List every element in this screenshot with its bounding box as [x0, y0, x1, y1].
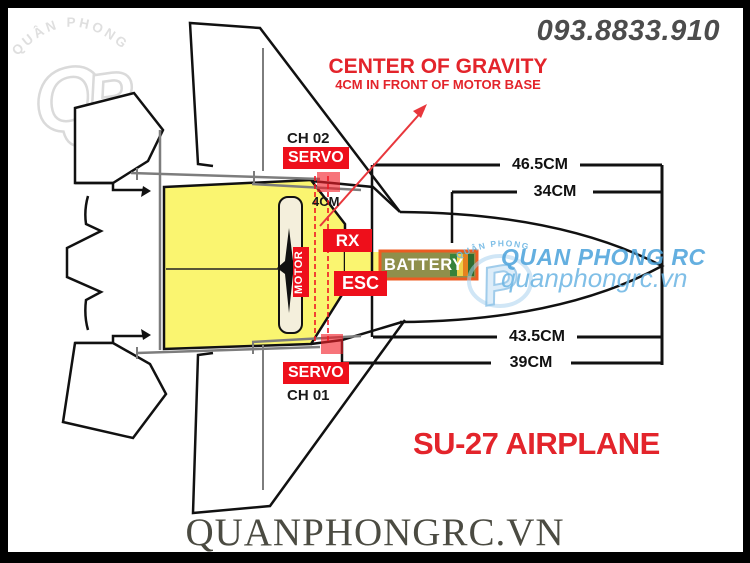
dimension-lines: [340, 163, 664, 365]
top-tail-notch: [141, 186, 151, 197]
battery-label: BATTERY: [384, 256, 464, 274]
top-wing-outline: [188, 21, 401, 213]
servo-top-marker: [317, 172, 340, 192]
cg-arrow-shaft: [319, 108, 425, 227]
top-pushrod: [130, 171, 321, 181]
top-stabilizer: [73, 91, 165, 185]
bottom-wing-outline: [191, 319, 407, 515]
cg-offset-label: 4CM: [312, 194, 340, 209]
tail-outline: [61, 91, 168, 440]
top-pushrod-2: [251, 182, 362, 192]
linkage-lines: [130, 48, 362, 490]
esc-label: ESC: [334, 271, 387, 296]
cog-subtitle: 4CM IN FRONT OF MOTOR BASE: [335, 77, 541, 93]
channel-02-label: CH 02: [287, 130, 330, 147]
top-tail-step: [75, 181, 143, 192]
battery-art-stripe: [450, 254, 457, 276]
brand-watermark: QUAN PHONG RC: [501, 244, 706, 270]
propeller: [277, 228, 301, 313]
phone-number: 093.8833.910: [536, 15, 720, 47]
bottom-tail-notch: [141, 329, 151, 340]
measurement-34: 34CM: [533, 183, 577, 200]
cog-title: CENTER OF GRAVITY: [328, 55, 548, 78]
measurement-39: 39CM: [509, 354, 553, 371]
exhaust-nozzles: [65, 195, 104, 331]
footer-site-text: QUANPHONGRC.VN: [185, 511, 565, 554]
battery-graphic: [378, 249, 479, 281]
measurement-46-5: 46.5CM: [511, 156, 569, 173]
servo-bottom-marker: [321, 334, 343, 354]
servo-bottom-label: SERVO: [283, 362, 349, 384]
bottom-pushrod: [136, 345, 321, 355]
motor-label: MOTOR: [293, 247, 309, 297]
center-of-gravity-note: CENTER OF GRAVITY 4CM IN FRONT OF MOTOR …: [328, 55, 548, 93]
battery-art-stripe: [457, 254, 463, 276]
site-watermark: quanphongrc.vn: [501, 263, 688, 293]
plane-title: SU-27 AIRPLANE: [413, 426, 660, 461]
servo-top-label: SERVO: [283, 147, 349, 169]
battery-art-stripe: [463, 254, 468, 276]
brand-bubble: [467, 254, 533, 308]
rx-label: RX: [323, 229, 372, 252]
battery-art-stripe: [468, 254, 474, 276]
cg-markers: [314, 104, 427, 354]
cg-arrowhead: [413, 104, 427, 118]
bottom-stabilizer: [61, 341, 168, 440]
channel-01-label: CH 01: [287, 387, 330, 404]
measurement-43-5: 43.5CM: [508, 328, 566, 345]
